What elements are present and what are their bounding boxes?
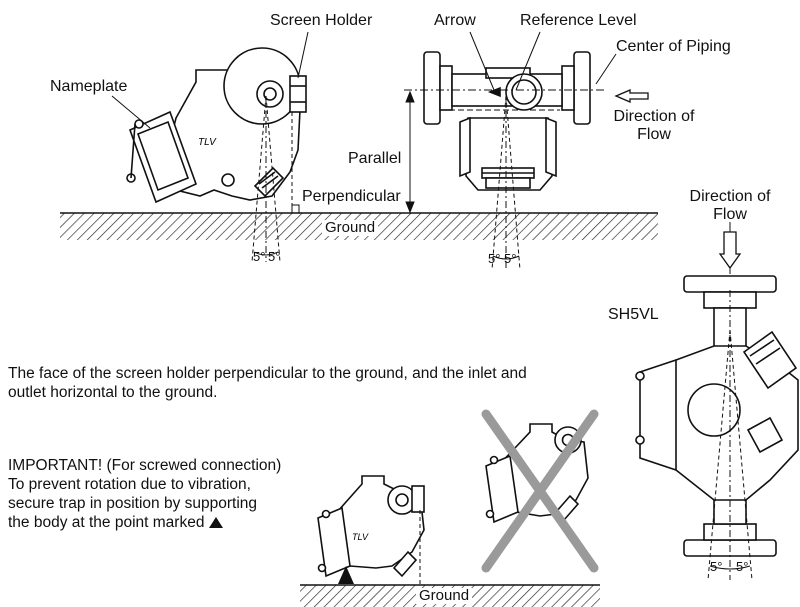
label-arrow: Arrow: [434, 12, 476, 29]
label-model-sh5vl: SH5VL: [608, 306, 659, 323]
flow-arrow-down-icon: [718, 231, 742, 270]
label-direction-of-flow-2: Direction of Flow: [689, 188, 771, 223]
label-parallel: Parallel: [348, 150, 402, 167]
label-direction-of-flow-1: Direction of Flow: [613, 108, 695, 143]
triangle-up-icon: [208, 517, 223, 528]
angle-label-2a: 5°: [488, 251, 501, 266]
cross-x-icon: [481, 409, 599, 573]
label-ground-bottom: Ground: [416, 588, 473, 604]
label-ground-top: Ground: [322, 220, 379, 236]
brand-mark-4: TLV: [352, 532, 369, 542]
brand-mark-1: TLV: [198, 137, 217, 148]
important-note: IMPORTANT! (For screwed connection) To p…: [8, 457, 282, 531]
label-perpendicular: Perpendicular: [302, 188, 401, 205]
flow-arrow-left-icon: [614, 89, 649, 103]
angle-label-2b: 5°: [504, 251, 517, 266]
angle-guide-2: [111, 31, 617, 271]
angle-label-3b: 5°: [736, 559, 749, 574]
angle-label-3a: 5°: [710, 559, 723, 574]
label-reference-level: Reference Level: [520, 12, 637, 29]
label-center-of-piping: Center of Piping: [616, 38, 731, 55]
orientation-note: The face of the screen holder perpendicu…: [8, 365, 527, 401]
label-screen-holder: Screen Holder: [270, 12, 373, 29]
angle-label-1b: 5°: [268, 249, 281, 264]
trap-side-view: [126, 47, 307, 204]
trap-correct-mount: [317, 475, 425, 585]
trap-wrong-mount: [485, 423, 589, 524]
label-nameplate: Nameplate: [50, 78, 128, 95]
angle-guide-1: [251, 95, 300, 263]
support-point-triangle-icon: [338, 566, 354, 584]
angle-label-1a: 5°: [253, 249, 266, 264]
trap-sh5vl: [635, 275, 799, 557]
trap-front-view: [423, 51, 591, 191]
